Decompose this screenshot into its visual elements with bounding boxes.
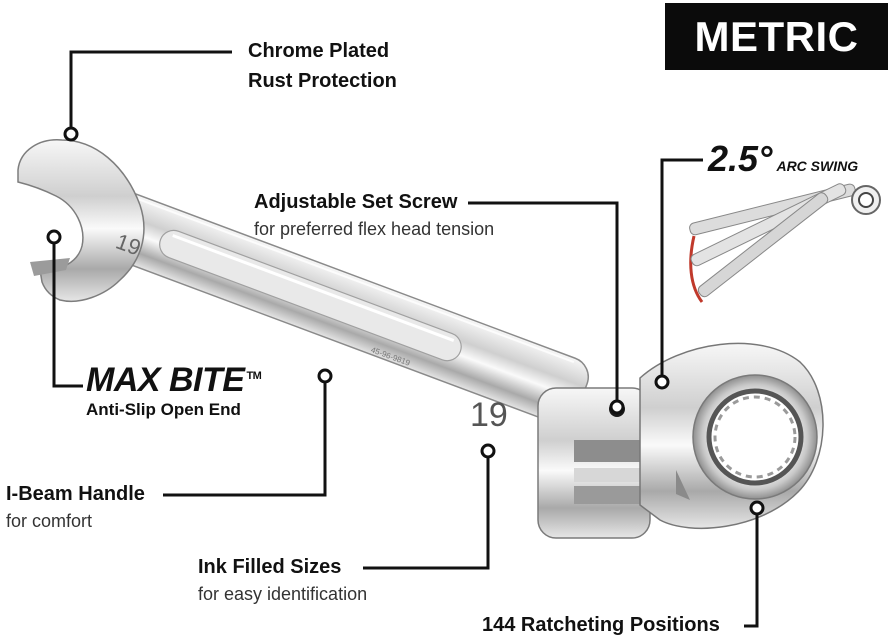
- open-end-head: [17, 139, 145, 302]
- callout-ink-title: Ink Filled Sizes: [198, 556, 342, 578]
- callout-ibeam-sub: for comfort: [6, 511, 93, 531]
- wrench-handle: [88, 188, 589, 424]
- flex-hinge: [537, 387, 658, 539]
- arc-swing-value: 2.5°: [708, 138, 773, 179]
- callout-chrome-line2: Rust Protection: [248, 70, 397, 92]
- callout-dots: [46, 126, 765, 516]
- callout-ratchet-title: 144 Ratcheting Positions: [482, 614, 720, 636]
- ratchet-head: [639, 342, 824, 529]
- callout-chrome-line1: Chrome Plated: [248, 40, 390, 62]
- callout-ink-sub: for easy identification: [198, 584, 368, 604]
- arc-swing-unit: ARC SWING: [776, 158, 859, 174]
- callout-ibeam-title: I-Beam Handle: [6, 483, 145, 505]
- callout-set-screw-sub: for preferred flex head tension: [254, 219, 495, 239]
- trademark-mark: TM: [246, 369, 262, 382]
- arc-swing-thumbnail: [689, 183, 881, 303]
- max-bite-text: MAX BITE: [86, 361, 245, 399]
- callout-set-screw-title: Adjustable Set Screw: [254, 191, 458, 213]
- callout-lines: [52, 50, 759, 628]
- metric-badge: METRIC: [665, 3, 888, 70]
- size-stamp-handle: 19: [470, 396, 508, 434]
- callout-max-bite-sub: Anti-Slip Open End: [86, 400, 241, 419]
- arc-swing-label: 2.5°ARC SWING: [708, 138, 858, 180]
